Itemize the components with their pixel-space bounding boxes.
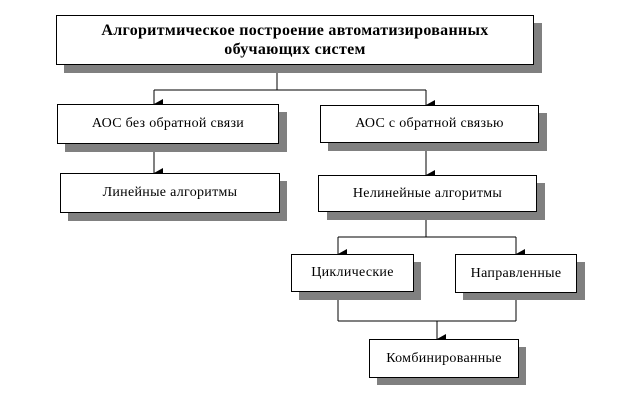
node-no-feedback: АОС без обратной связи: [57, 104, 279, 144]
node-label: Направленные: [470, 265, 562, 281]
node-label: АОС с обратной связью: [355, 116, 504, 131]
node-with-feedback: АОС с обратной связью: [320, 105, 539, 143]
node-cyclic: Циклические: [291, 254, 414, 292]
node-nonlinear: Нелинейные алгоритмы: [318, 175, 537, 212]
node-combined: Комбинированные: [369, 339, 519, 378]
node-label: Циклические: [311, 265, 394, 280]
node-label: Нелинейные алгоритмы: [352, 185, 503, 201]
title-line-2: обучающих систем: [224, 41, 366, 58]
title-line-1: Алгоритмическое построение автоматизиров…: [101, 22, 489, 39]
node-label: Линейные алгоритмы: [102, 185, 238, 200]
node-label: АОС без обратной связи: [91, 116, 245, 131]
node-label: Комбинированные: [386, 350, 502, 366]
node-directed: Направленные: [455, 254, 577, 293]
title-box: Алгоритмическое построение автоматизиров…: [56, 15, 534, 65]
node-linear: Линейные алгоритмы: [60, 173, 280, 213]
